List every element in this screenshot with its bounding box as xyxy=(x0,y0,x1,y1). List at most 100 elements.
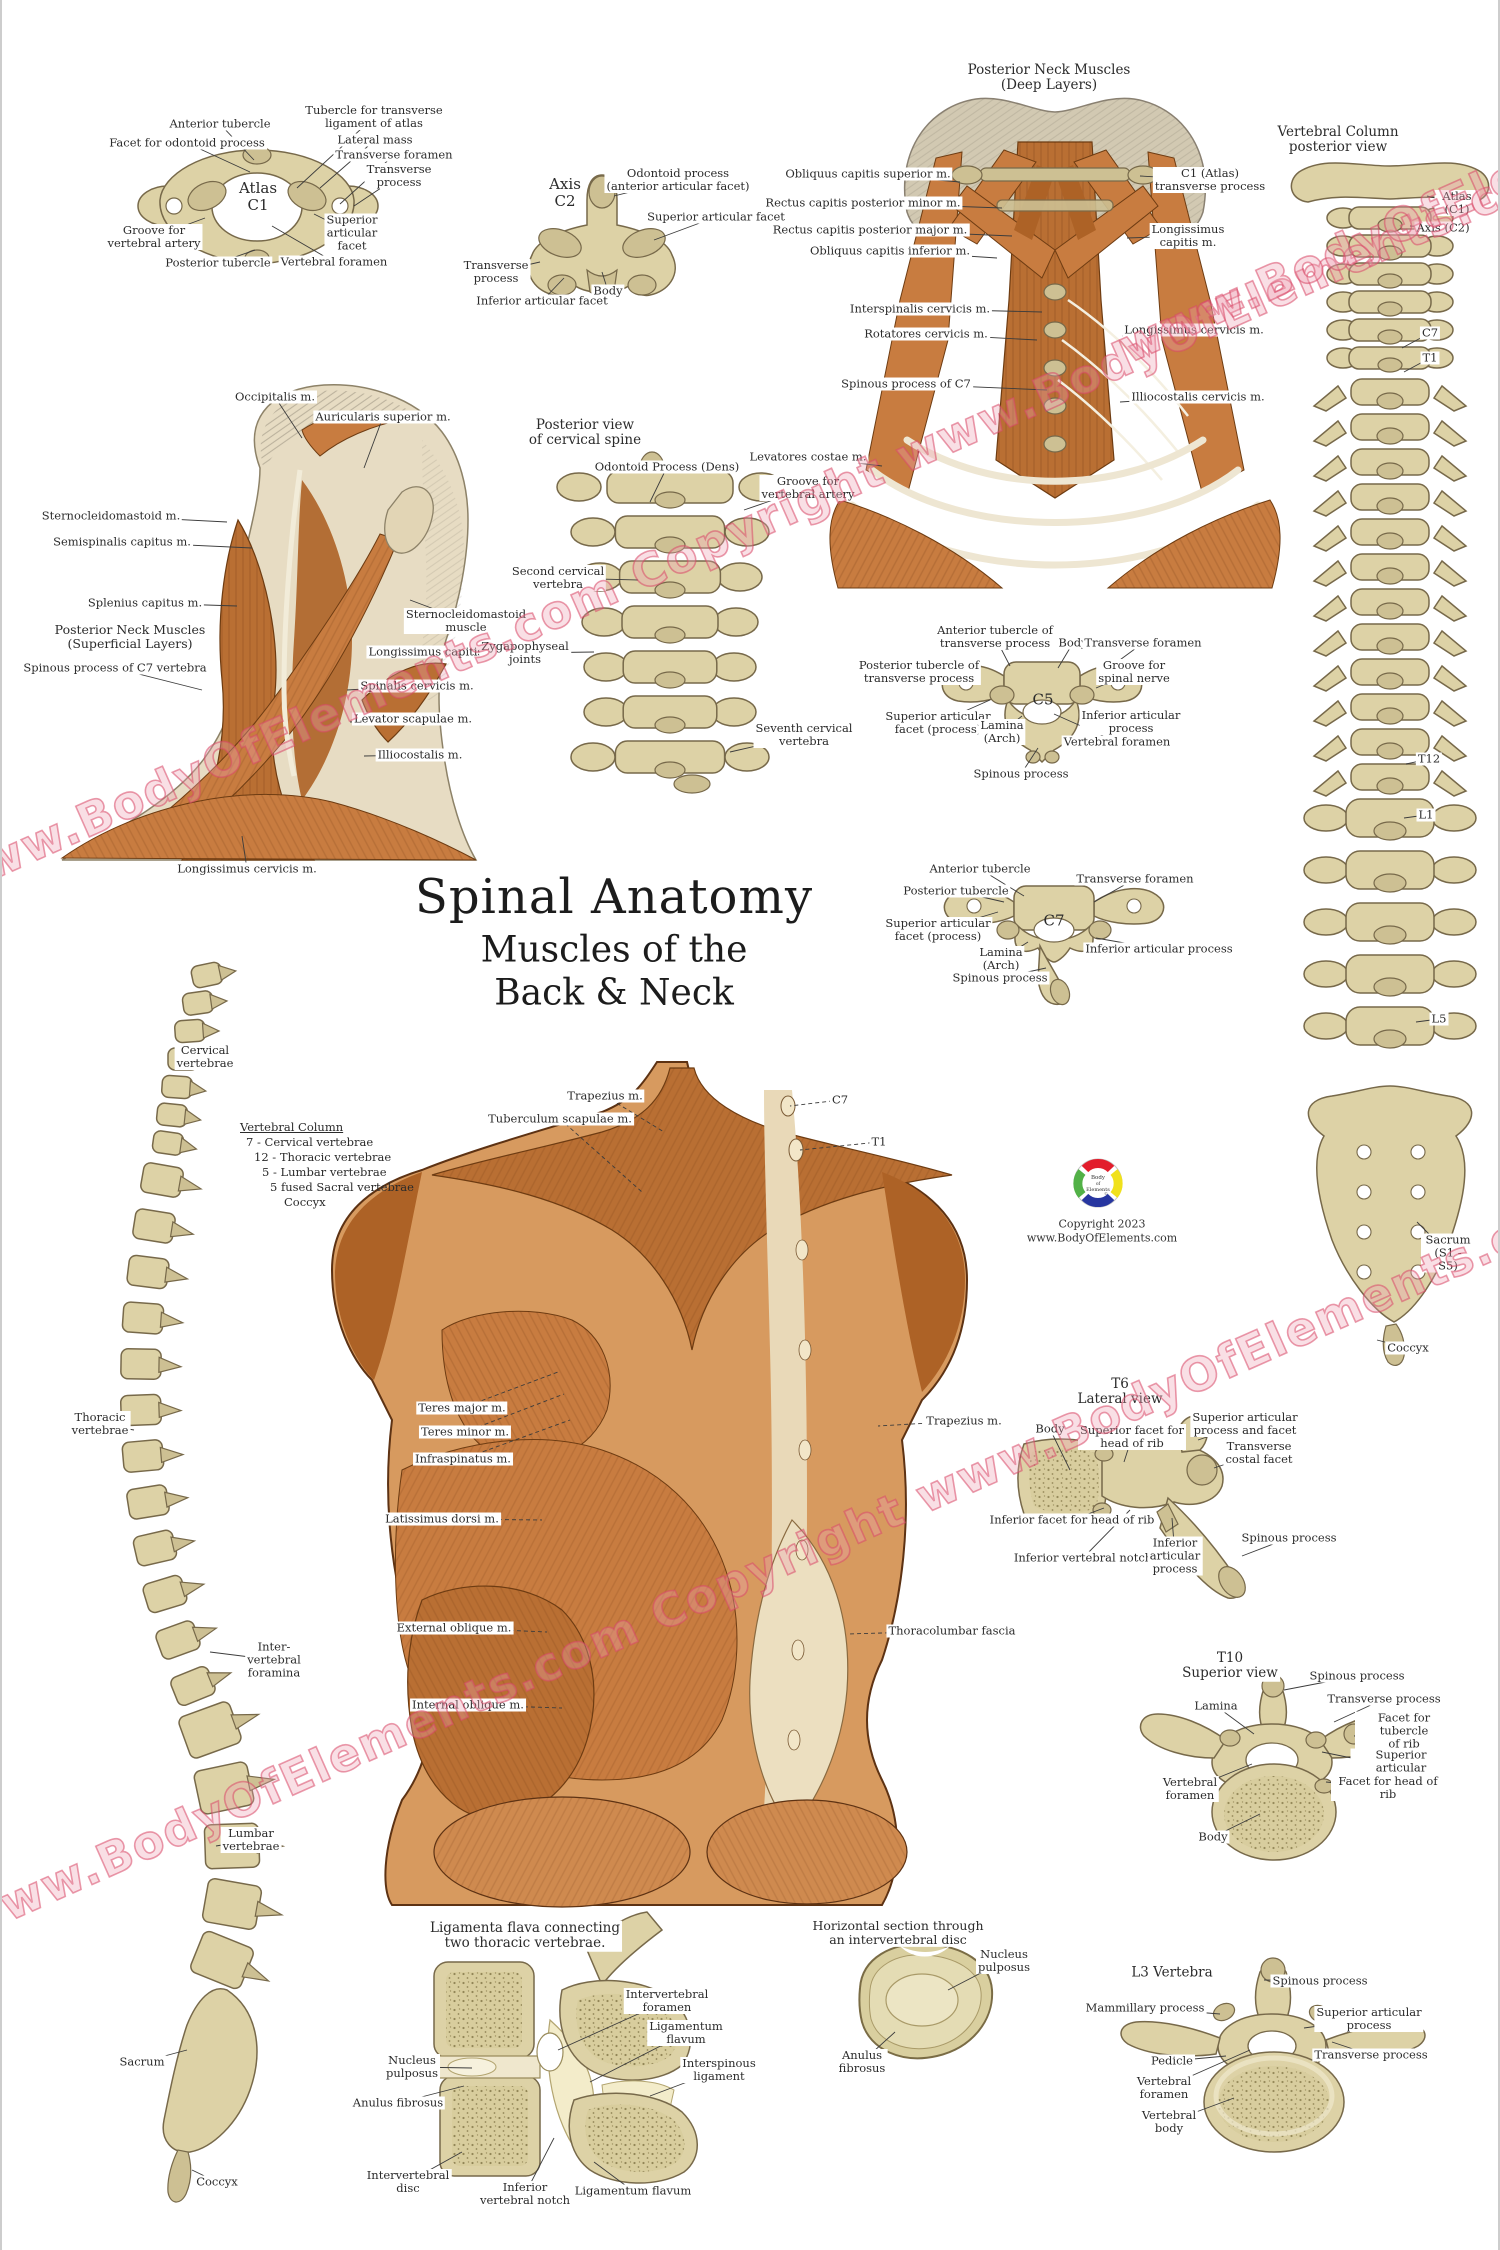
c7-vertebra-label-3: C7 xyxy=(1043,911,1065,930)
c5-vertebra-label-2: Transverse foramen xyxy=(1082,635,1204,650)
superficial-neck-muscles-label-0: Occipitalis m. xyxy=(233,389,317,404)
torso-back-muscles-leader-line xyxy=(559,1118,643,1193)
torso-back-muscles-leader-line xyxy=(799,1141,880,1151)
l3-vertebra-label-7: Vertebral body xyxy=(1139,2108,1199,2135)
t10-vertebra-label-4: Facet for tubercle of rib xyxy=(1355,1711,1453,1751)
atlas-c1-label-10: Vertebral foramen xyxy=(278,254,390,269)
t10-vertebra-label-8: Body xyxy=(1196,1829,1230,1844)
vertebral-column-posterior-label-2: Axis (C2) xyxy=(1414,220,1472,235)
t6-vertebra-leader-line xyxy=(1049,1428,1071,1471)
superficial-neck-muscles-label-4: Splenius capitus m. xyxy=(85,595,205,610)
superficial-neck-muscles-label-12: Longissimus cervicis m. xyxy=(175,861,319,876)
vertebral-column-list-item: 12 - Thoracic vertebrae xyxy=(254,1149,392,1164)
c7-vertebra-label-5: Inferior articular process xyxy=(1083,941,1235,956)
l3-vertebra-label-0: L3 Vertebra xyxy=(1129,1964,1215,1981)
t10-vertebra-label-0: T10 Superior view xyxy=(1180,1649,1280,1682)
cervical-spine-posterior-label-1: Odontoid Process (Dens) xyxy=(592,459,742,474)
l3-vertebra-label-6: Vertebral foramen xyxy=(1134,2074,1194,2101)
illustration-disc-section xyxy=(858,1942,994,2060)
spine-lateral-label-3: Lumbar vertebrae xyxy=(220,1826,282,1853)
vertebral-column-posterior-label-4: T1 xyxy=(1420,350,1440,365)
cervical-spine-posterior-label-5: Seventh cervical vertebra xyxy=(753,721,855,748)
axis-c2-label-1: Odontoid process (anterior articular fac… xyxy=(604,166,752,193)
ligamenta-flava-label-4: Nucleus pulposus xyxy=(384,2053,440,2080)
ligamenta-flava-label-7: Inferior vertebral notch xyxy=(477,2180,573,2207)
spine-lateral-label-0: Cervical vertebrae xyxy=(174,1043,236,1070)
atlas-c1-label-7: Superior articular facet xyxy=(324,212,380,253)
t6-vertebra-label-3: Superior articular process and facet xyxy=(1190,1410,1300,1437)
c5-vertebra-label-1: Body xyxy=(1056,635,1090,650)
c5-vertebra-label-8: Inferior articular process xyxy=(1079,708,1183,735)
copyright-line-1: Copyright 2023 xyxy=(1058,1217,1146,1231)
vertebral-column-posterior-label-6: L1 xyxy=(1416,807,1436,822)
vertebral-column-posterior-label-0: Vertebral Column posterior view xyxy=(1275,123,1401,156)
deep-neck-muscles-label-1: Obliquus capitis superior m. xyxy=(783,166,953,181)
atlas-c1-label-6: Atlas C1 xyxy=(238,179,278,214)
deep-neck-muscles-label-5: C1 (Atlas) transverse process xyxy=(1152,166,1268,193)
atlas-c1-label-9: Posterior tubercle xyxy=(163,255,273,270)
deep-neck-muscles-label-4: Obliquus capitis inferior m. xyxy=(807,243,973,258)
illustration-axis-c2 xyxy=(528,174,676,297)
vertebral-column-posterior-label-9: Coccyx xyxy=(1385,1340,1431,1355)
disc-section-label-0: Horizontal section through an interverte… xyxy=(810,1917,986,1948)
ligamenta-flava-label-2: Ligamentum flavum xyxy=(647,2019,725,2046)
vertebral-column-posterior-label-3: C7 xyxy=(1419,325,1441,340)
vertebral-column-posterior-label-1: Atlas (C1) xyxy=(1434,190,1480,216)
logo-copyright-mark: © xyxy=(1104,1191,1108,1196)
torso-back-muscles-leader-line xyxy=(604,1095,665,1133)
t6-vertebra-label-5: Inferior facet for head of rib xyxy=(987,1512,1157,1527)
torso-back-muscles-label-0: Trapezius m. xyxy=(565,1088,645,1103)
vertebral-column-posterior-label-7: L5 xyxy=(1429,1011,1449,1026)
illustration-cervical-spine-posterior xyxy=(556,451,784,794)
deep-neck-muscles-label-0: Posterior Neck Muscles (Deep Layers) xyxy=(965,61,1133,94)
logo-line-1: Body xyxy=(1091,1175,1106,1181)
cervical-spine-posterior-label-0: Posterior view of cervical spine xyxy=(526,416,644,449)
axis-c2-label-5: Inferior articular facet xyxy=(474,293,610,308)
t6-vertebra-label-4: Transverse costal facet xyxy=(1223,1439,1295,1466)
logo-line-2: of xyxy=(1096,1181,1101,1187)
disc-section-label-2: Anulus fibrosus xyxy=(836,2048,888,2075)
illustration-superficial-neck-muscles xyxy=(60,384,478,861)
torso-back-muscles-label-4: Teres major m. xyxy=(416,1400,508,1415)
superficial-neck-muscles-label-7: Sternocleidomastoid muscle xyxy=(403,607,529,634)
c7-vertebra-label-0: Anterior tubercle xyxy=(927,861,1033,876)
ligamenta-flava-label-6: Intervertebral disc xyxy=(364,2168,452,2195)
t6-vertebra-label-7: Inferior articular process xyxy=(1147,1535,1203,1576)
t10-vertebra-label-3: Transverse process xyxy=(1325,1691,1443,1706)
c5-vertebra-label-0: Anterior tubercle of transverse process xyxy=(935,623,1055,650)
illustration-ligamenta-flava xyxy=(433,1911,698,2184)
deep-neck-muscles-label-8: Rotatores cervicis m. xyxy=(862,326,990,341)
vertebral-column-posterior-label-5: T12 xyxy=(1415,751,1443,766)
c5-vertebra-label-10: Spinous process xyxy=(971,766,1071,781)
torso-back-muscles-label-9: External oblique m. xyxy=(394,1620,514,1635)
torso-back-muscles-leader-line xyxy=(462,1419,571,1460)
atlas-c1-label-2: Facet for odontoid process xyxy=(107,135,267,150)
superficial-neck-muscles-label-10: Levator scapulae m. xyxy=(351,711,475,726)
spine-lateral-label-4: Sacrum xyxy=(117,2054,167,2069)
copyright-line-2: www.BodyOfElements.com xyxy=(1026,1231,1178,1245)
torso-back-muscles-label-11: Thoracolumbar fascia xyxy=(886,1623,1018,1638)
ligamenta-flava-label-3: Interspinous ligament xyxy=(680,2056,758,2083)
t6-vertebra-label-2: Superior facet for head of rib xyxy=(1077,1423,1187,1450)
torso-back-muscles-label-10: Internal oblique m. xyxy=(410,1697,526,1712)
c5-vertebra-label-7: Lamina (Arch) xyxy=(978,718,1026,745)
spine-lateral-label-5: Coccyx xyxy=(194,2174,240,2189)
t6-vertebra-label-0: T6 Lateral view xyxy=(1075,1375,1165,1408)
torso-back-muscles-label-7: Latissimus dorsi m. xyxy=(383,1511,501,1526)
atlas-c1-leader-line xyxy=(319,139,376,189)
ligamenta-flava-label-8: Ligamentum flavum xyxy=(572,2183,694,2198)
t10-vertebra-label-5: Vertebral foramen xyxy=(1160,1775,1220,1802)
superficial-neck-muscles-label-5: Posterior Neck Muscles (Superficial Laye… xyxy=(52,621,208,652)
superficial-neck-muscles-label-1: Auricularis superior m. xyxy=(313,409,453,424)
c7-vertebra-label-6: Lamina (Arch) xyxy=(977,945,1025,972)
vertebral-column-list: Vertebral Column 7 - Cervical vertebrae … xyxy=(240,1120,414,1210)
superficial-neck-muscles-leader-line xyxy=(363,416,384,469)
c7-vertebra-label-4: Superior articular facet (process) xyxy=(883,916,993,943)
atlas-c1-label-1: Tubercle for transverse ligament of atla… xyxy=(303,103,445,130)
c5-vertebra-label-4: Groove for spinal nerve xyxy=(1096,658,1172,685)
ligamenta-flava-label-1: Intervertebral foramen xyxy=(623,1987,711,2014)
torso-back-muscles-label-6: Infraspinatus m. xyxy=(413,1451,513,1466)
c5-vertebra-label-9: Vertebral foramen xyxy=(1061,734,1173,749)
